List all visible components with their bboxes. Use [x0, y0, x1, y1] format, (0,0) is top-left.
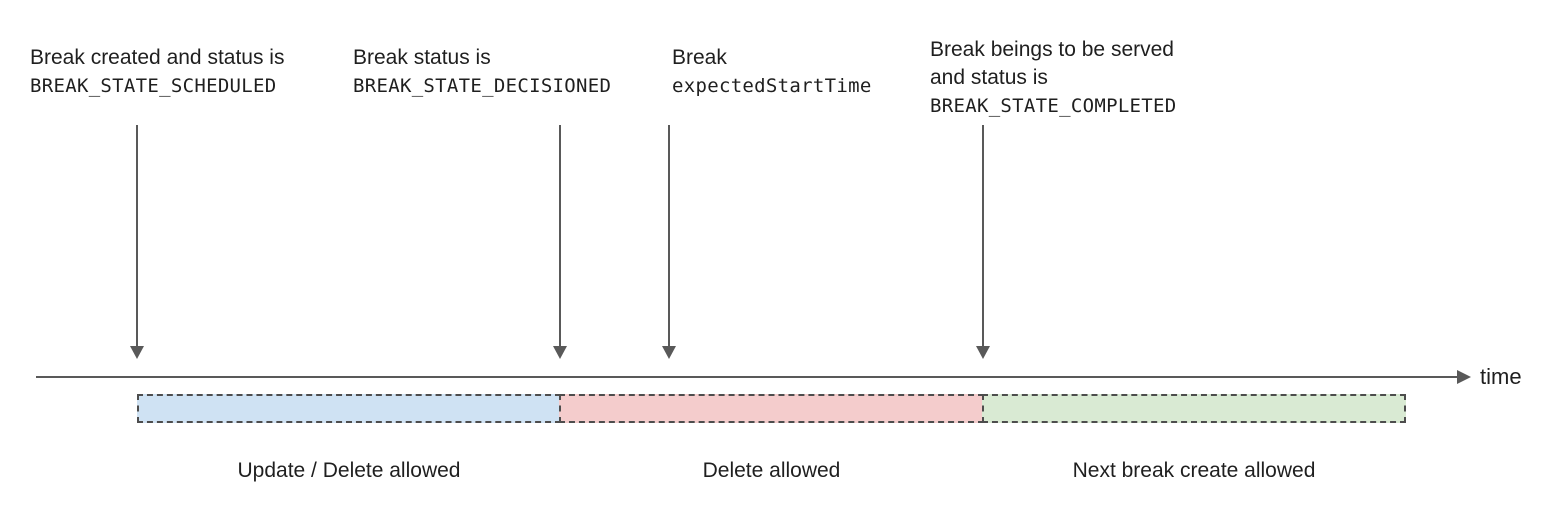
arrowhead-icon — [976, 346, 990, 359]
annotation-break-completed: Break beings to be served and status is … — [930, 36, 1177, 120]
annotation-break-scheduled: Break created and status is BREAK_STATE_… — [30, 44, 284, 100]
arrowhead-icon — [662, 346, 676, 359]
annotation-code-completed: BREAK_STATE_COMPLETED — [930, 95, 1177, 117]
down-arrow-completed-icon — [976, 125, 990, 359]
annotation-break-decisioned: Break status is BREAK_STATE_DECISIONED — [353, 44, 611, 100]
arrow-shaft — [136, 125, 138, 346]
arrowhead-icon — [553, 346, 567, 359]
annotation-code-decisioned: BREAK_STATE_DECISIONED — [353, 75, 612, 97]
arrow-shaft — [559, 125, 561, 346]
annotation-text: Break beings to be served — [930, 38, 1174, 61]
annotation-text: Break — [672, 46, 727, 69]
segment-next-break-create-allowed — [982, 394, 1406, 423]
annotation-text: and status is — [930, 66, 1048, 89]
annotation-text: Break status is — [353, 46, 491, 69]
segment-update-delete-allowed — [137, 394, 561, 423]
segment-label-next-break-create: Next break create allowed — [1072, 459, 1316, 482]
down-arrow-decisioned-icon — [553, 125, 567, 359]
annotation-code-scheduled: BREAK_STATE_SCHEDULED — [30, 75, 277, 97]
down-arrow-scheduled-icon — [130, 125, 144, 359]
time-axis-label: time — [1480, 364, 1522, 389]
time-axis-arrowhead-icon — [1457, 370, 1471, 384]
annotation-expected-start-time: Break expectedStartTime — [672, 44, 872, 100]
down-arrow-expected-start-icon — [662, 125, 676, 359]
annotation-text: Break created and status is — [30, 46, 285, 69]
time-axis-line — [36, 376, 1457, 378]
arrow-shaft — [982, 125, 984, 346]
segment-label-update-delete: Update / Delete allowed — [237, 459, 461, 482]
segment-delete-allowed — [559, 394, 984, 423]
segment-label-delete: Delete allowed — [702, 459, 841, 482]
arrow-shaft — [668, 125, 670, 346]
annotation-code-expected-start-time: expectedStartTime — [672, 75, 872, 97]
arrowhead-icon — [130, 346, 144, 359]
